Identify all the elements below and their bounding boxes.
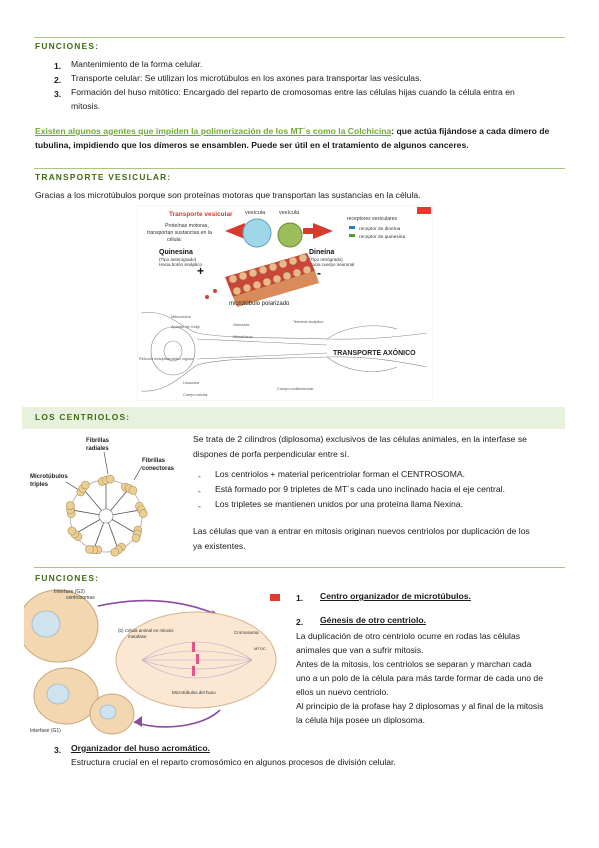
svg-text:Cuerpo multivesicular: Cuerpo multivesicular [277, 387, 314, 391]
svg-text:Cuerpo celular: Cuerpo celular [183, 393, 208, 397]
fig-dineina: Dineína [309, 249, 334, 256]
section-title-funciones-2: FUNCIONES: [35, 573, 100, 583]
svg-text:transportan sustancias en la: transportan sustancias en la [147, 230, 212, 236]
svg-text:metafase: metafase [128, 634, 147, 639]
genesis-line: uno a un polo de la célula para más tard… [296, 673, 543, 683]
section-rule [34, 567, 565, 568]
centriolos-p1-line2: dispones de porfa perpendicular entre sí… [193, 449, 350, 459]
cell-g2 [24, 589, 99, 663]
arrow-right-icon [313, 223, 333, 239]
svg-text:triples: triples [30, 482, 49, 488]
fig-motors: Proteínas motoras, [165, 223, 209, 229]
centriole-figure: Fibrillas radiales Fibrillas conectoras … [30, 438, 175, 557]
arrow-left-icon [225, 223, 245, 239]
svg-text:Hacia cuerpo neuronal: Hacia cuerpo neuronal [309, 262, 354, 267]
svg-text:Microtúbulos del huso: Microtúbulos del huso [172, 690, 216, 695]
list-number: 3. [54, 745, 62, 755]
fig-axon-label: TRANSPORTE AXÓNICO [333, 348, 416, 357]
svg-text:Fibrillas: Fibrillas [86, 438, 110, 444]
genesis-line: la célula hija posee un diplosoma. [296, 715, 425, 725]
agents-paragraph-line2: tubulina, impidiendo que los dímeros se … [35, 140, 469, 150]
centriolos-p1: Se trata de 2 cilindros (diplosoma) excl… [193, 434, 527, 444]
centriole-function-3-text: Estructura crucial en el reparto cromosó… [71, 757, 396, 767]
svg-text:(b) Célula animal en mitosis: (b) Célula animal en mitosis [118, 628, 174, 633]
svg-text:MTOC: MTOC [254, 646, 266, 651]
svg-text:Aparato de Golgi: Aparato de Golgi [171, 325, 200, 329]
svg-text:vesícula: vesícula [245, 210, 266, 216]
fig-mt-label: microtúbulo polarizado [229, 301, 290, 307]
list-item: Mantenimiento de la forma celular. [71, 59, 203, 69]
svg-text:Fibrillas: Fibrillas [142, 458, 166, 464]
spindle [141, 641, 253, 679]
svg-text:célula:: célula: [167, 237, 182, 243]
section-title-centriolos: LOS CENTRIOLOS: [35, 412, 131, 422]
bullet-item: Los tripletes se mantienen unidos por un… [215, 499, 463, 509]
vesicle-green [277, 222, 303, 248]
svg-text:conectoras: conectoras [142, 466, 175, 472]
section-rule [34, 37, 565, 38]
svg-text:Cromosoma: Cromosoma [234, 630, 259, 635]
vesicular-transport-figure: Transporte vesicular Proteínas motoras, … [137, 205, 433, 401]
svg-text:Microtúbulo: Microtúbulo [233, 335, 253, 339]
plus-sign: + [197, 264, 204, 278]
list-number: 1. [296, 593, 304, 603]
list-number: 1. [54, 61, 62, 71]
list-number: 3. [54, 89, 62, 99]
bullet-dot: - [198, 471, 201, 481]
brand-mark-icon [270, 594, 280, 601]
centriolos-p2: Las células que van a entrar en mitosis … [193, 526, 530, 536]
bullet-dot: - [198, 501, 201, 511]
bullet-item: Está formado por 9 tripletes de MT´s cad… [215, 484, 505, 494]
transport-intro: Gracias a los microtúbulos porque son pr… [35, 190, 421, 200]
fig-title: Transporte vesicular [169, 211, 233, 218]
axon-diagram [140, 312, 428, 392]
svg-text:Interfase (G2): Interfase (G2) [54, 589, 85, 595]
genesis-line: Antes de la mitosis, los centriolos se s… [296, 659, 532, 669]
svg-text:Mitocondria: Mitocondria [171, 315, 192, 319]
fig-quinesina: Quinesina [159, 249, 193, 256]
bullet-item: Los centriolos + material pericentriolar… [215, 469, 466, 479]
svg-text:vesícula: vesícula [279, 210, 300, 216]
section-rule [34, 168, 565, 169]
list-number: 2. [54, 75, 62, 85]
svg-text:Retículo endoplasmático rugoso: Retículo endoplasmático rugoso [139, 357, 193, 361]
svg-text:Microtúbulos: Microtúbulos [30, 474, 68, 480]
microtubule-graphic [205, 253, 319, 307]
svg-text:Interfase (G1): Interfase (G1) [30, 728, 61, 734]
svg-text:Hacia botón sináptico: Hacia botón sináptico [159, 262, 203, 267]
svg-text:Lisosoma: Lisosoma [183, 381, 200, 385]
genesis-line: animales que van a sufrir mitosis. [296, 645, 424, 655]
svg-text:radiales: radiales [86, 446, 109, 452]
vesicle-blue [242, 218, 272, 248]
section-title-transporte: TRANSPORTE VESICULAR: [35, 172, 172, 182]
mitosis-figure: Interfase (G2) centrosomas (b) Célula an… [24, 586, 286, 736]
list-item-cont: mitosis. [71, 101, 101, 111]
genesis-line: ellos un nuevo centriolo. [296, 687, 389, 697]
colchicina-link[interactable]: Existen algunos agentes que impiden la p… [35, 126, 392, 136]
genesis-line: La duplicación de otro centriolo ocurre … [296, 631, 521, 641]
centriole-function-3: Organizador del huso acromático. [71, 743, 210, 753]
centriole-function-2: Génesis de otro centriolo. [320, 615, 427, 625]
genesis-line: Al principio de la profase hay 2 diploso… [296, 701, 544, 711]
brand-mark-icon [417, 207, 431, 214]
agents-paragraph: Existen algunos agentes que impiden la p… [35, 126, 550, 136]
minus-sign: - [317, 266, 321, 280]
section-band [22, 407, 565, 429]
bullet-dot: - [198, 486, 201, 496]
svg-text:centrosomas: centrosomas [66, 595, 95, 601]
svg-text:Vesículas: Vesículas [233, 323, 249, 327]
list-item: Formación del huso mitótico: Encargado d… [71, 87, 515, 97]
centriole-wheel-icon [65, 474, 148, 557]
svg-text:(Tipo anterógrado): (Tipo anterógrado) [159, 257, 197, 262]
section-title-funciones: FUNCIONES: [35, 41, 100, 51]
svg-text:(Tipo retrógrado): (Tipo retrógrado) [309, 257, 343, 262]
centriolos-p2-line2: ya existentes. [193, 541, 246, 551]
list-item: Transporte celular: Se utilizan los micr… [71, 73, 422, 83]
list-number: 2. [296, 617, 304, 627]
centriole-function-1: Centro organizador de microtúbulos. [320, 591, 471, 601]
svg-text:Terminal sináptico: Terminal sináptico [293, 320, 323, 324]
svg-text:receptores vesiculares: receptores vesiculares [347, 216, 398, 222]
svg-text:receptor de dineína: receptor de dineína [359, 226, 401, 232]
svg-text:receptor de quinesina: receptor de quinesina [359, 234, 405, 240]
